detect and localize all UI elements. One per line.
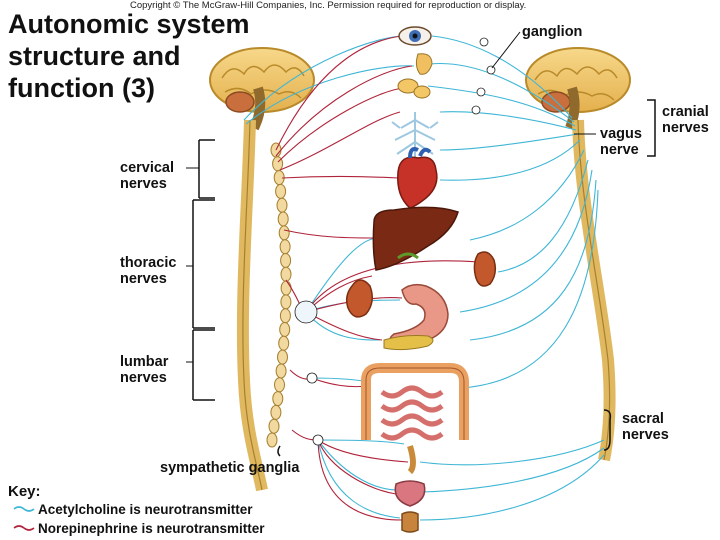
key-heading: Key: xyxy=(8,483,41,500)
brackets xyxy=(192,99,656,457)
sympathetic-ganglion xyxy=(280,253,292,268)
sympathetic-ganglion xyxy=(266,432,278,448)
pointer-lines xyxy=(186,31,596,363)
key-item-norepinephrine: Norepinephrine is neurotransmitter xyxy=(38,521,265,536)
kidney xyxy=(345,251,497,318)
cervical-line-1: cervical xyxy=(120,160,175,176)
intestines xyxy=(361,363,469,441)
sacral-line-2: nerves xyxy=(622,427,669,443)
lumbar-line-1: lumbar xyxy=(120,354,169,370)
title-line-2: structure and xyxy=(8,41,181,71)
sympathetic-fibers xyxy=(275,35,479,521)
sympathetic-ganglion xyxy=(275,363,287,379)
sympathetic-ganglion xyxy=(278,225,290,241)
lumbar-nerves-label: lumbar nerves xyxy=(120,354,168,386)
thoracic-nerves-label: thoracic nerves xyxy=(120,255,176,287)
sympathetic-ganglion xyxy=(270,404,282,420)
vagus-line-2: nerve xyxy=(600,142,639,158)
title-line-3: function (3) xyxy=(8,73,155,103)
sympathetic-ganglion xyxy=(279,239,291,255)
cranial-nerves-label: cranial nerves xyxy=(662,104,709,136)
sympathetic-ganglion xyxy=(280,294,292,310)
thoracic-line-1: thoracic xyxy=(120,255,177,271)
page-title: Autonomic system structure and function … xyxy=(8,8,308,104)
sympathetic-ganglion xyxy=(272,391,284,407)
sympathetic-ganglion xyxy=(280,280,292,296)
lungs xyxy=(391,112,439,162)
cervical-line-2: nerves xyxy=(120,176,167,192)
lacrimal-gland xyxy=(415,53,433,75)
sacral-line-1: sacral xyxy=(622,411,664,427)
bladder xyxy=(394,480,426,507)
eye xyxy=(398,26,432,46)
right-brain xyxy=(525,47,631,130)
vagus-nerve-label: vagus nerve xyxy=(600,126,642,158)
sympathetic-ganglion xyxy=(268,418,280,434)
cranial-line-1: cranial xyxy=(662,104,709,120)
sympathetic-ganglion xyxy=(277,211,289,227)
genitals xyxy=(401,511,419,533)
thoracic-line-2: nerves xyxy=(120,271,167,287)
cranial-line-2: nerves xyxy=(662,120,709,136)
sympathetic-ganglion xyxy=(276,197,288,213)
key-item-acetylcholine: Acetylcholine is neurotransmitter xyxy=(38,502,253,517)
sympathetic-ganglion xyxy=(275,183,287,199)
heart xyxy=(397,147,438,209)
vagus-line-1: vagus xyxy=(600,126,642,142)
sympathetic-ganglion xyxy=(280,266,292,282)
sympathetic-ganglion xyxy=(274,377,285,393)
left-spinal-cord xyxy=(236,119,268,492)
sympathetic-ganglion xyxy=(279,322,291,337)
title-line-1: Autonomic system xyxy=(8,9,250,39)
sympathetic-chain xyxy=(266,142,292,448)
lumbar-line-2: nerves xyxy=(120,370,167,386)
cervical-nerves-label: cervical nerves xyxy=(120,160,174,192)
liver xyxy=(372,206,459,271)
ganglia-markers xyxy=(294,37,496,446)
key-swatches xyxy=(13,506,35,531)
ganglion-label: ganglion xyxy=(522,24,583,40)
pancreas xyxy=(383,335,434,351)
salivary-glands xyxy=(397,78,431,99)
copyright-notice: Copyright © The McGraw-Hill Companies, I… xyxy=(130,0,527,11)
sympathetic-ganglion xyxy=(279,308,291,324)
rectum xyxy=(407,445,416,475)
sympathetic-ganglion xyxy=(277,349,288,365)
sympathetic-ganglia-label: sympathetic ganglia xyxy=(160,460,300,476)
sacral-nerves-label: sacral nerves xyxy=(622,411,669,443)
sympathetic-ganglion xyxy=(278,335,290,351)
